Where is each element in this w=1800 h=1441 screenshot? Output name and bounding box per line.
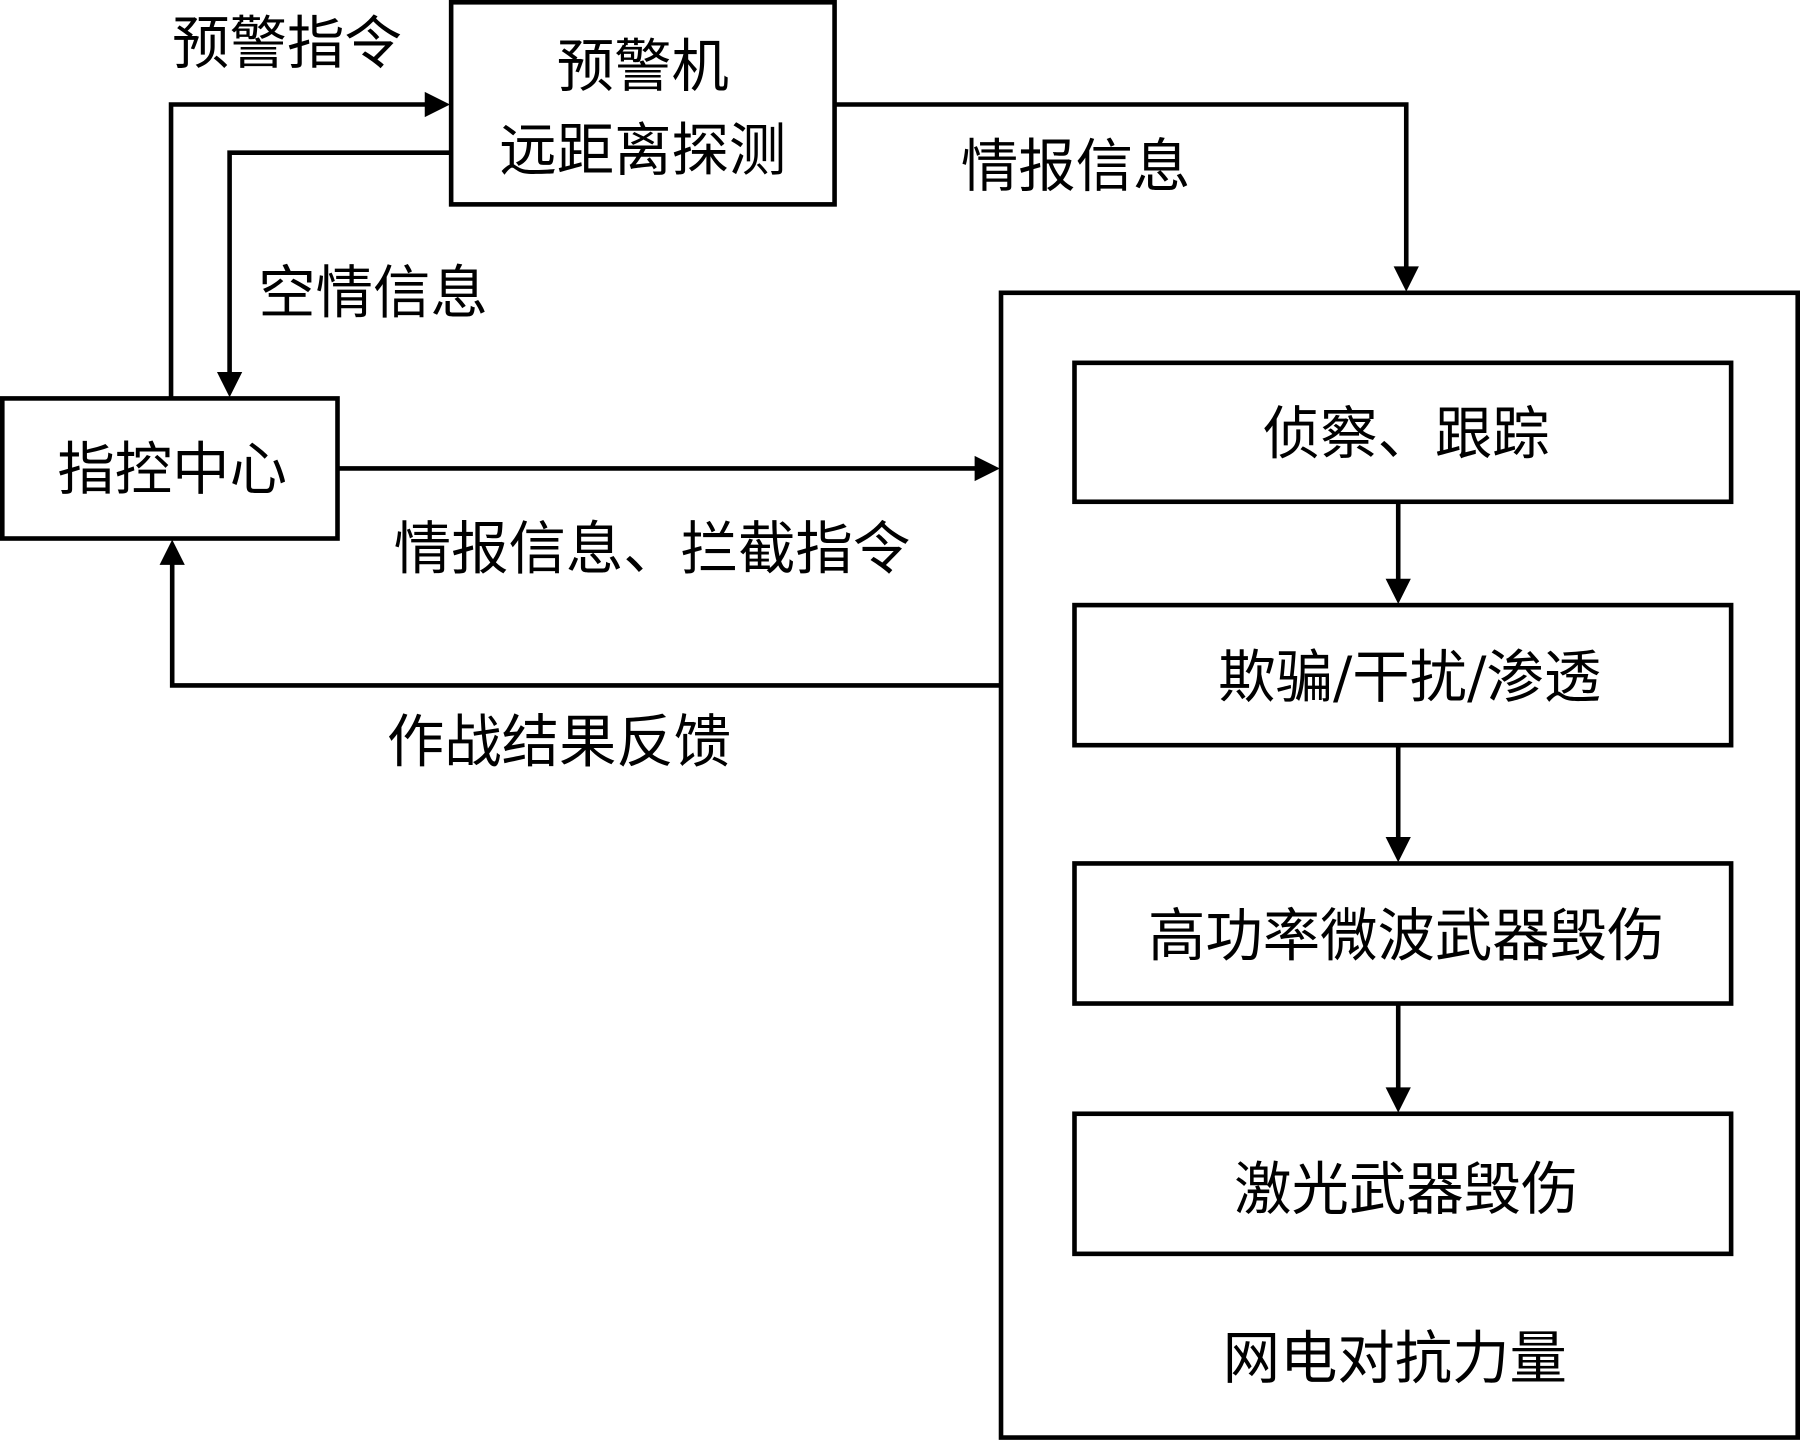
ew-force-label: 网电对抗力量 [1223, 1325, 1567, 1392]
edge-combat-feedback-label: 作战结果反馈 [387, 708, 731, 775]
step-box-recon [1072, 360, 1734, 505]
ew-force-node: 网电对抗力量 侦察、跟踪 欺骗/干扰/渗透 高功率微波武器毁伤 激光武器毁伤 [998, 290, 1800, 1440]
awacs-node: 预警机 远距离探测 [448, 0, 837, 207]
edge-combat-feedback-line [169, 562, 1002, 688]
step-box-laser [1072, 1111, 1734, 1257]
edge-warning-command-label: 预警指令 [172, 10, 402, 77]
arrowhead-down-icon [1385, 1087, 1411, 1113]
edge-intel-to-ew: 情报信息 [834, 102, 1419, 292]
arrowhead-down-icon [1385, 837, 1411, 863]
step-arrows [1385, 501, 1411, 1113]
arrowhead-up-icon [159, 539, 185, 565]
step-label-recon: 侦察、跟踪 [1263, 401, 1550, 468]
edge-intel-intercept: 情报信息、拦截指令 [337, 455, 1000, 582]
step-box-hpm [1072, 861, 1734, 1006]
step-label-deception: 欺骗/干扰/渗透 [1218, 644, 1601, 711]
edge-warning-command-line [168, 102, 428, 399]
arrowhead-down-icon [216, 372, 243, 398]
edge-air-situation-line [227, 150, 452, 375]
awacs-subtitle: 远距离探测 [499, 117, 786, 184]
command-center-node: 指控中心 [0, 396, 340, 541]
edge-intel-to-ew-line [834, 102, 1409, 269]
arrowhead-down-icon [1385, 578, 1411, 604]
awacs-title: 预警机 [557, 33, 729, 100]
edge-intel-intercept-label: 情报信息、拦截指令 [394, 515, 910, 582]
edge-air-situation-label: 空情信息 [258, 259, 488, 326]
command-center-label: 指控中心 [57, 436, 287, 503]
arrowhead-right-icon [424, 91, 450, 118]
edge-warning-command: 预警指令 [168, 10, 450, 399]
arrowhead-right-icon [974, 455, 1000, 482]
edge-air-situation: 空情信息 [216, 150, 488, 398]
step-box-deception [1072, 602, 1734, 748]
edge-intel-to-ew-label: 情报信息 [961, 133, 1191, 200]
awacs-box [448, 0, 837, 207]
step-label-laser: 激光武器毁伤 [1234, 1156, 1578, 1223]
command-center-box [0, 396, 340, 541]
edge-combat-feedback: 作战结果反馈 [159, 539, 1002, 775]
step-label-hpm: 高功率微波武器毁伤 [1148, 902, 1664, 969]
arrowhead-down-icon [1393, 266, 1419, 292]
